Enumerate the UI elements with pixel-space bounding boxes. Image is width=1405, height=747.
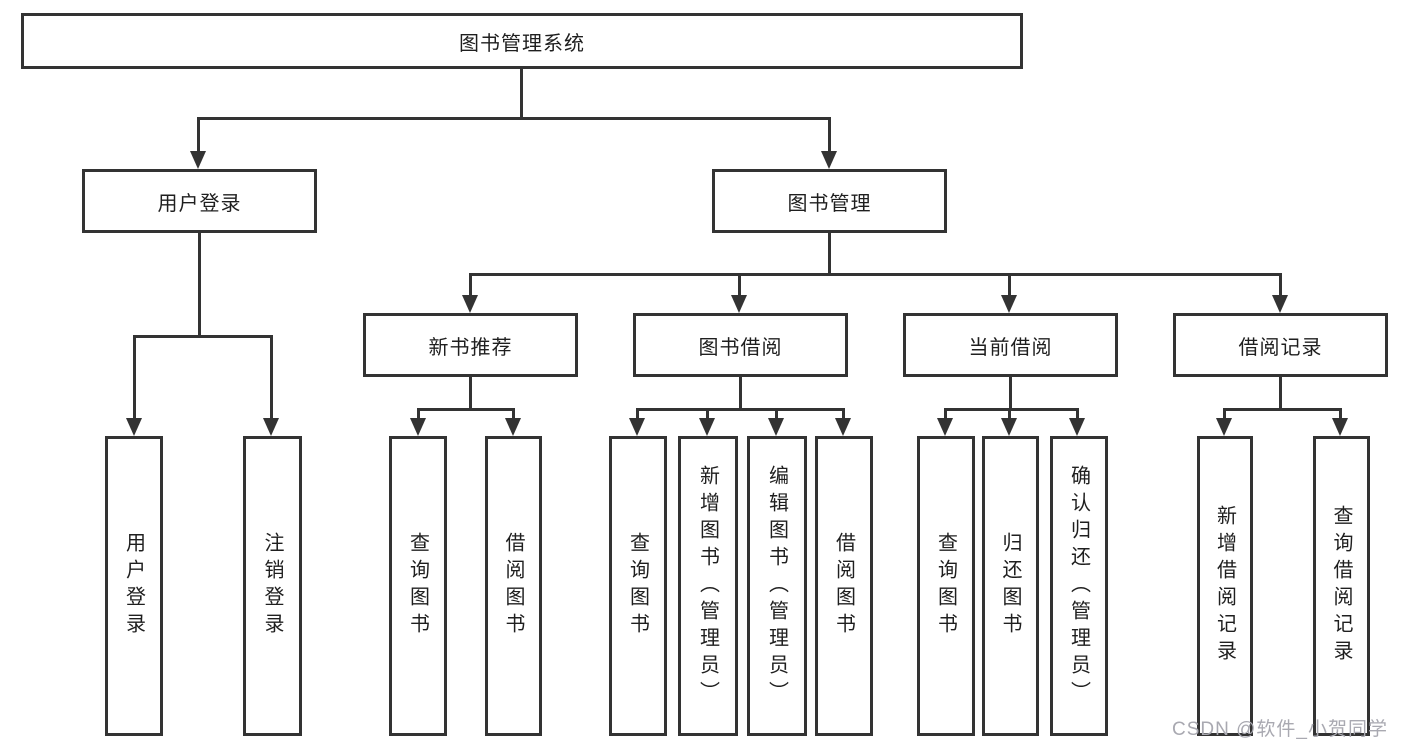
connector-line (1076, 408, 1079, 422)
node-current-borrowing: 当前借阅 (903, 313, 1118, 377)
connector-line (469, 273, 472, 299)
arrowhead-icon (768, 418, 784, 436)
connector-line (1008, 408, 1011, 422)
leaf-query-books-borrowing: 查询图书 (609, 436, 667, 736)
connector-line (636, 408, 639, 422)
leaf-borrow-books-recommend: 借阅图书 (485, 436, 542, 736)
connector-line (944, 408, 947, 422)
leaf-query-books-current: 查询图书 (917, 436, 975, 736)
node-user-login: 用户登录 (82, 169, 317, 233)
connector-line (417, 408, 515, 411)
connector-line (828, 117, 831, 153)
connector-line (842, 408, 845, 422)
leaf-borrow-books-borrowing: 借阅图书 (815, 436, 873, 736)
arrowhead-icon (410, 418, 426, 436)
arrowhead-icon (1272, 295, 1288, 313)
connector-line (469, 273, 1282, 276)
connector-line (512, 408, 515, 422)
node-book-management: 图书管理 (712, 169, 947, 233)
leaf-confirm-return-admin: 确认归还（管理员） (1050, 436, 1108, 736)
connector-line (1009, 377, 1012, 408)
arrowhead-icon (190, 151, 206, 169)
connector-line (1279, 377, 1282, 408)
leaf-user-login: 用户登录 (105, 436, 163, 736)
connector-line (636, 408, 845, 411)
connector-line (197, 117, 831, 120)
leaf-edit-books-admin: 编辑图书（管理员） (747, 436, 807, 736)
arrowhead-icon (699, 418, 715, 436)
arrowhead-icon (629, 418, 645, 436)
arrowhead-icon (1069, 418, 1085, 436)
leaf-logout: 注销登录 (243, 436, 302, 736)
csdn-watermark: CSDN @软件_小贺同学 (1172, 719, 1388, 740)
leaf-return-books: 归还图书 (982, 436, 1039, 736)
connector-line (1223, 408, 1226, 422)
arrowhead-icon (505, 418, 521, 436)
node-root-library-system: 图书管理系统 (21, 13, 1023, 69)
arrowhead-icon (462, 295, 478, 313)
leaf-query-borrow-record: 查询借阅记录 (1313, 436, 1370, 736)
connector-line (197, 117, 200, 153)
arrowhead-icon (821, 151, 837, 169)
arrowhead-icon (937, 418, 953, 436)
connector-line (1279, 273, 1282, 299)
connector-line (1223, 408, 1342, 411)
connector-line (1339, 408, 1342, 422)
connector-line (417, 408, 420, 422)
connector-line (775, 408, 778, 422)
arrowhead-icon (835, 418, 851, 436)
connector-line (944, 408, 1079, 411)
arrowhead-icon (1001, 418, 1017, 436)
leaf-add-books-admin: 新增图书（管理员） (678, 436, 738, 736)
connector-line (706, 408, 709, 422)
node-borrowing-records: 借阅记录 (1173, 313, 1388, 377)
leaf-add-borrow-record: 新增借阅记录 (1197, 436, 1253, 736)
connector-line (133, 335, 273, 338)
arrowhead-icon (1001, 295, 1017, 313)
arrowhead-icon (263, 418, 279, 436)
connector-line (739, 377, 742, 408)
connector-line (198, 233, 201, 335)
node-new-book-recommend: 新书推荐 (363, 313, 578, 377)
connector-line (520, 69, 523, 117)
connector-line (270, 335, 273, 420)
connector-line (1008, 273, 1011, 299)
arrowhead-icon (1216, 418, 1232, 436)
connector-line (469, 377, 472, 408)
arrowhead-icon (1332, 418, 1348, 436)
arrowhead-icon (731, 295, 747, 313)
leaf-query-books-recommend: 查询图书 (389, 436, 447, 736)
connector-line (828, 233, 831, 273)
arrowhead-icon (126, 418, 142, 436)
connector-line (738, 273, 741, 299)
connector-line (133, 335, 136, 420)
node-book-borrowing: 图书借阅 (633, 313, 848, 377)
